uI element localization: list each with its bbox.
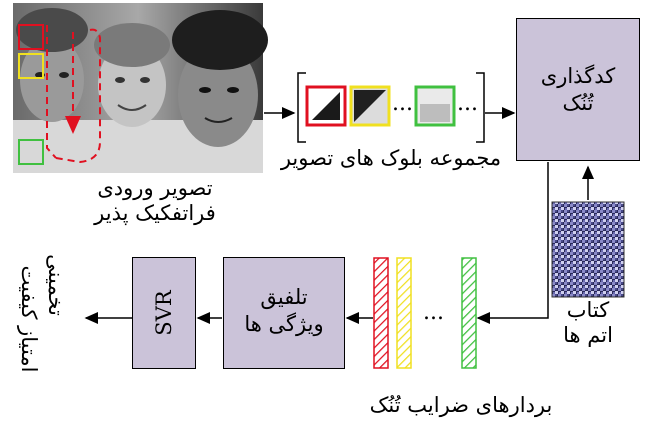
quality-score-line2: تخمینی xyxy=(44,254,68,316)
feature-fusion-label: تلفیق ویژگی ها xyxy=(224,284,344,339)
feature-fusion-box: تلفیق ویژگی ها xyxy=(223,257,345,369)
sparse-vectors-label: بردارهای ضرایب تُنُک xyxy=(369,393,553,417)
input-image-label: تصویر ورودی فراتفکیک پذیر xyxy=(70,176,240,226)
dictionary-label-line2: اتم ها xyxy=(563,323,613,348)
quality-score-line1: امتیاز کیفیت xyxy=(17,265,41,373)
blocks-set-label: مجموعه بلوک های تصویر xyxy=(280,146,502,170)
dictionary-label: کتاب اتم ها xyxy=(538,298,638,348)
feature-fusion-line2: ویژگی ها xyxy=(244,312,324,337)
blocks-ellipsis: ... xyxy=(457,91,478,116)
sparse-coding-line1: کدگذاری xyxy=(540,64,616,88)
sparse-coding-line2: تُنُک xyxy=(562,91,594,116)
sparse-coding-label: کدگذاری تُنُک xyxy=(517,63,639,118)
vectors-ellipsis: ... xyxy=(423,300,444,325)
svr-label: SVR xyxy=(152,290,176,336)
sparse-coding-box: کدگذاری تُنُک xyxy=(516,18,640,161)
input-image-label-line2: فراتفکیک پذیر xyxy=(94,201,216,226)
quality-score-label: امتیاز کیفیت تخمینی xyxy=(3,245,83,395)
blocks-ellipsis: ... xyxy=(392,91,413,116)
svr-box: SVR xyxy=(132,257,196,369)
input-image-label-line1: تصویر ورودی xyxy=(97,176,213,200)
dictionary-label-line1: کتاب xyxy=(566,298,610,322)
feature-fusion-line1: تلفیق xyxy=(260,285,308,309)
